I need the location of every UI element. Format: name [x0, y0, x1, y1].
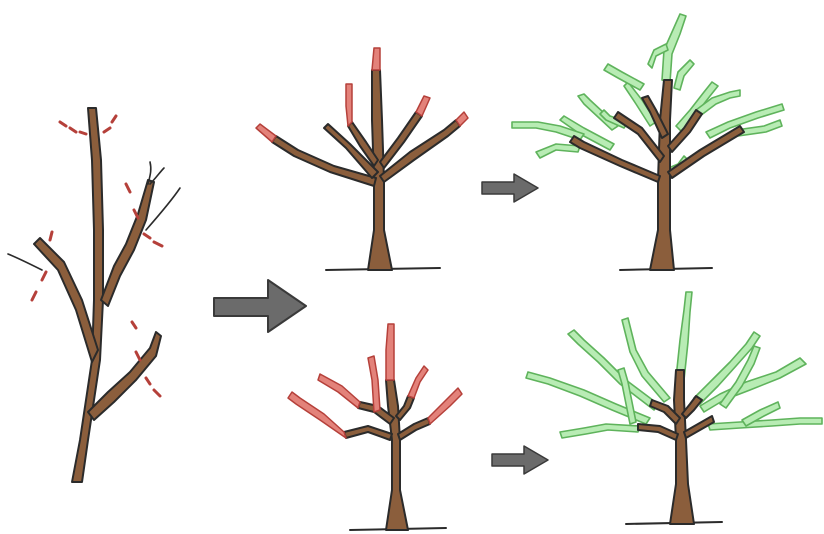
pruned-tip: [427, 387, 463, 425]
pruned-tip: [415, 95, 431, 117]
arrow-right-icon: [491, 445, 549, 475]
pruned-tip: [367, 355, 381, 413]
original-twig-right3: [145, 187, 181, 231]
growth-branch-left2: [613, 111, 665, 163]
light-prune-tree: [255, 47, 469, 271]
original-lower-branch: [87, 331, 162, 421]
light-prune-branch-left2: [323, 123, 379, 179]
original-left-leader: [33, 237, 99, 363]
hard-prune-tree: [287, 323, 463, 531]
light-prune-growth-tree: [511, 13, 785, 271]
growth-trunk: [649, 79, 675, 271]
pruned-tip: [287, 391, 347, 439]
growth-branch-left: [637, 423, 679, 441]
pruned-tip: [455, 111, 469, 127]
growth-branch-midright: [681, 395, 703, 419]
original-tree: [7, 107, 181, 483]
growth-branch-right: [683, 415, 715, 439]
hard-prune-branch-left: [343, 425, 393, 441]
pruned-tip: [317, 373, 361, 409]
growth-branch-midright: [667, 109, 703, 153]
hard-prune-growth-tree: [525, 291, 823, 525]
cut-marks: [30, 114, 164, 398]
bottom-arrow: [491, 445, 549, 475]
original-twig-right: [147, 161, 152, 185]
pruned-tip: [407, 365, 429, 399]
hard-prune-branch-right: [397, 417, 431, 441]
arrow-right-icon: [213, 279, 307, 333]
growth-branch-left: [569, 135, 661, 183]
growth-branch-midleft: [649, 399, 681, 425]
pruned-tip: [255, 123, 277, 143]
main-arrow: [213, 279, 307, 333]
arrow-right-icon: [481, 173, 539, 203]
original-twig-right2: [149, 167, 165, 185]
pruned-tip: [345, 83, 353, 127]
original-right-leader: [100, 179, 155, 307]
pruned-tip: [385, 323, 395, 381]
top-arrow: [481, 173, 539, 203]
growth-branch-midleft: [641, 95, 669, 139]
new-growth: [511, 13, 785, 177]
pruned-tip: [371, 47, 381, 71]
growth-branch-right: [667, 125, 745, 179]
new-growth: [525, 291, 823, 439]
original-twig-left: [7, 253, 43, 271]
growth-trunk: [669, 369, 695, 525]
